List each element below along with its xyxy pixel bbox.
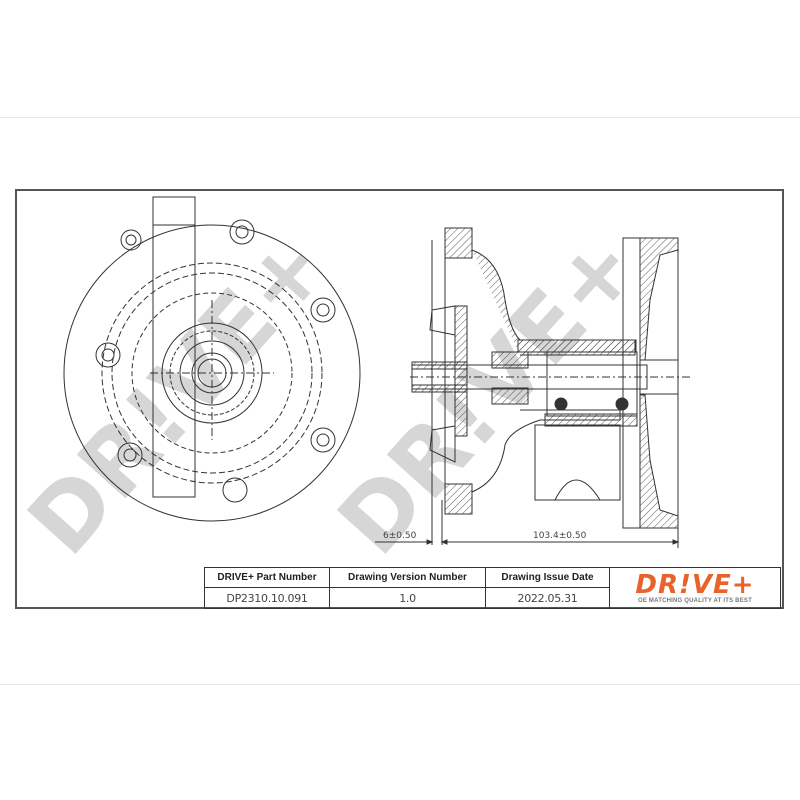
value-issue-date: 2022.05.31 xyxy=(485,587,610,609)
brand-logo: DR!VE+ xyxy=(635,569,755,600)
watermark: DR!VE+ DR!VE+ xyxy=(8,213,658,574)
section-view xyxy=(375,227,690,548)
front-view xyxy=(63,196,361,522)
value-version-number: 1.0 xyxy=(329,587,486,609)
dimension-label-overall: 103.4±0.50 xyxy=(533,531,587,541)
title-block: DRIVE+ Part Number Drawing Version Numbe… xyxy=(204,567,781,609)
header-part-number: DRIVE+ Part Number xyxy=(204,567,330,588)
svg-text:DR!VE+: DR!VE+ xyxy=(8,213,348,574)
header-version-number: Drawing Version Number xyxy=(329,567,486,588)
dimension-label-flange: 6±0.50 xyxy=(383,531,417,541)
value-part-number: DP2310.10.091 xyxy=(204,587,330,609)
brand-tagline: OE MATCHING QUALITY AT ITS BEST xyxy=(638,597,752,604)
header-issue-date: Drawing Issue Date xyxy=(485,567,610,588)
brand-logo-cell: DR!VE+ OE MATCHING QUALITY AT ITS BEST xyxy=(609,567,781,609)
